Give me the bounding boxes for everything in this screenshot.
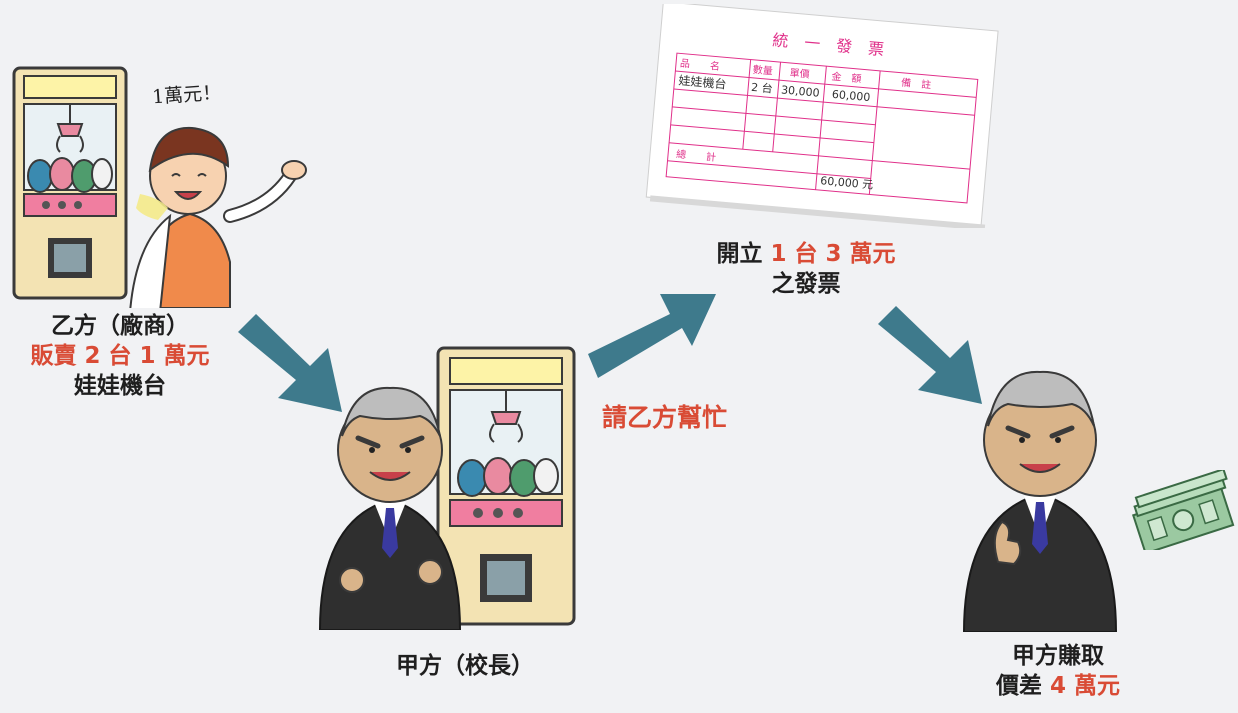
- invoice-document: 統 一 發 票 品 名 數量 單價 金 額 備 註 娃娃機台 2 台 30,00…: [645, 4, 999, 228]
- invoice-item-amount: 60,000: [831, 88, 870, 104]
- party-b-line1: 乙方（廠商）: [51, 313, 189, 339]
- invoice-header-qty: 數量: [752, 63, 773, 78]
- invoice-caption-highlight: 1 台 3 萬元: [770, 241, 896, 267]
- profit-prefix: 價差: [995, 672, 1042, 699]
- vendor-speech: 1萬元！: [151, 81, 222, 109]
- invoice-caption: 開立 1 台 3 萬元 之發票: [676, 240, 936, 300]
- party-b-line2: 販賣 2 台 1 萬元: [30, 342, 210, 369]
- principal-right: [962, 370, 1118, 632]
- party-a-label: 甲方（校長）: [396, 653, 534, 679]
- invoice-item-name: 娃娃機台: [678, 72, 727, 91]
- profit-label: 甲方賺取 價差 4 萬元: [958, 642, 1158, 702]
- claw-machine-center: [436, 346, 576, 626]
- principal-center: [318, 386, 462, 630]
- arrow-up-right: [588, 294, 716, 378]
- party-b-line3: 娃娃機台: [74, 372, 166, 399]
- invoice-caption-prefix: 開立: [716, 241, 763, 267]
- arrow-down-right-1: [238, 314, 342, 412]
- invoice-item-qty: 2 台: [751, 80, 774, 96]
- invoice-header-price: 單價: [789, 66, 810, 81]
- invoice-total-label: 總 計: [676, 147, 717, 163]
- arrow-down-right-2: [878, 306, 982, 404]
- invoice-item-price: 30,000: [781, 83, 820, 99]
- profit-highlight: 4 萬元: [1050, 672, 1121, 699]
- profit-line1: 甲方賺取: [1012, 643, 1104, 669]
- invoice-header-remark: 備 註: [901, 76, 932, 92]
- invoice-caption-line2: 之發票: [771, 270, 841, 297]
- party-b-label: 乙方（廠商） 販賣 2 台 1 萬元 娃娃機台: [0, 312, 240, 402]
- money-stack-icon: [1131, 470, 1235, 550]
- invoice-header-name: 品 名: [680, 56, 721, 72]
- help-request: 請乙方幫忙: [602, 403, 728, 432]
- vendor-figure: [129, 126, 307, 308]
- invoice-header-amount: 金 額: [831, 70, 862, 86]
- invoice-total-value: 60,000 元: [820, 174, 874, 192]
- claw-machine-left: [12, 66, 128, 300]
